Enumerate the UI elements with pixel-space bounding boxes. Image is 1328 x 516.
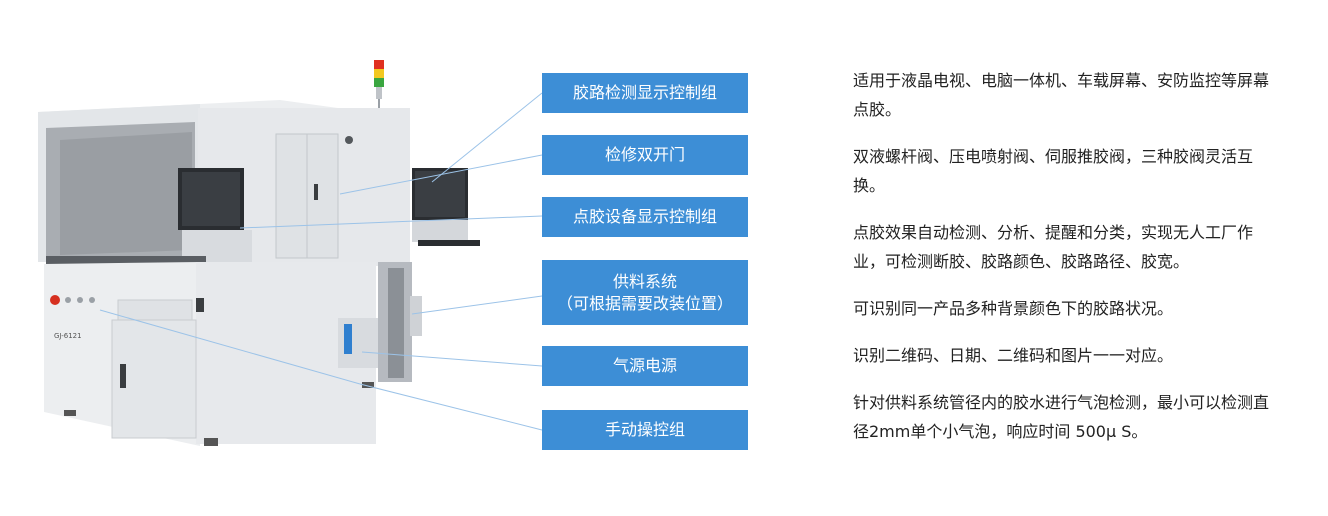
label-glue-inspection-display: 胶路检测显示控制组 [542, 73, 748, 113]
model-label: GJ-6121 [54, 332, 82, 340]
feature-item: 点胶效果自动检测、分析、提醒和分类，实现无人工厂作业，可检测断胶、胶路颜色、胶路… [853, 223, 1254, 271]
feature-list: 适用于液晶电视、电脑一体机、车载屏幕、安防监控等屏幕点胶。 双液螺杆阀、压电喷射… [853, 66, 1283, 464]
label-maintenance-doors: 检修双开门 [542, 135, 748, 175]
callout-labels: 胶路检测显示控制组 检修双开门 点胶设备显示控制组 供料系统 （可根据需要改装位… [542, 0, 748, 516]
feature-item: 针对供料系统管径内的胶水进行气泡检测，最小可以检测直径2mm单个小气泡，响应时间… [853, 393, 1270, 441]
feature-item: 识别二维码、日期、二维码和图片一一对应。 [853, 346, 1174, 365]
feature-item: 适用于液晶电视、电脑一体机、车载屏幕、安防监控等屏幕点胶。 [853, 71, 1270, 119]
label-dispensing-display: 点胶设备显示控制组 [542, 197, 748, 237]
label-manual-control: 手动操控组 [542, 410, 748, 450]
dispensing-machine-image: GJ-6121 [38, 60, 480, 446]
label-feeding-system: 供料系统 （可根据需要改装位置） [542, 260, 748, 325]
feature-item: 双液螺杆阀、压电喷射阀、伺服推胶阀，三种胶阀灵活互换。 [853, 147, 1254, 195]
label-air-power-supply: 气源电源 [542, 346, 748, 386]
feature-item: 可识别同一产品多种背景颜色下的胶路状况。 [853, 299, 1174, 318]
